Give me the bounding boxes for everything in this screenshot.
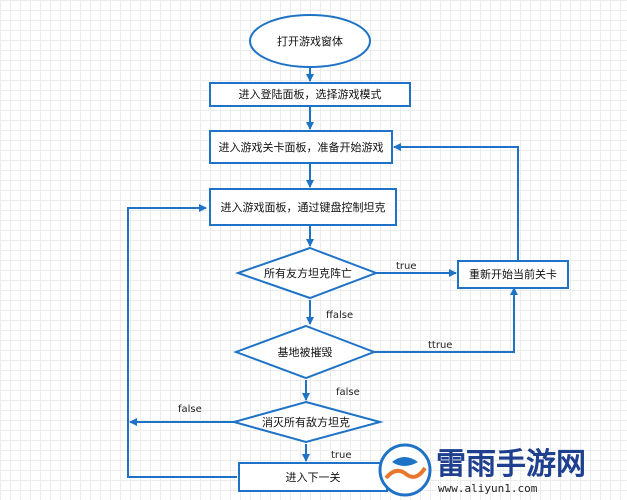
- logo-wave-icon: [384, 466, 427, 480]
- edge-restart-to-level: [393, 143, 519, 261]
- enemies-false-label: false: [178, 404, 202, 415]
- enemies-true-label: true: [331, 450, 352, 461]
- allies-dead-text: 所有友方坦克阵亡: [264, 266, 352, 280]
- game-panel-node: [209, 188, 397, 226]
- restart-node: [457, 260, 569, 289]
- base-destroyed-decision: [233, 324, 377, 380]
- base-destroyed-text: 基地被摧毁: [278, 345, 333, 359]
- start-node: [249, 14, 371, 68]
- enemies-dead-decision: [230, 400, 384, 444]
- allies-true-label: true: [396, 261, 417, 272]
- watermark-url: www.aliyun1.com: [438, 482, 538, 495]
- restart-node-text: 重新开始当前关卡: [469, 267, 557, 281]
- start-node-text: 打开游戏窗体: [277, 34, 343, 48]
- next-level-node-text: 进入下一关: [286, 470, 341, 484]
- allies-false-label: ffalse: [326, 310, 353, 321]
- next-level-node: [238, 462, 388, 492]
- game-panel-node-text: 进入游戏面板，通过键盘控制坦克: [221, 200, 386, 214]
- base-true-label: ttrue: [428, 340, 452, 351]
- logo-fish-icon: [392, 457, 418, 466]
- enemies-dead-text: 消灭所有敌方坦克: [262, 415, 350, 429]
- level-select-node-text: 进入游戏关卡面板，准备开始游戏: [219, 140, 384, 154]
- watermark-brand: 雷雨手游网: [436, 447, 586, 482]
- allies-dead-decision: [234, 246, 379, 300]
- watermark-logo: 雷雨手游网 www.aliyun1.com: [378, 443, 586, 497]
- edge-base-true: [374, 287, 518, 353]
- level-select-node: [209, 130, 393, 164]
- base-false-label: false: [336, 387, 360, 398]
- edge-next-to-game: [127, 204, 237, 478]
- login-node-text: 进入登陆面板，选择游戏模式: [239, 87, 382, 101]
- logo-circle: [378, 443, 432, 497]
- login-node: [209, 82, 411, 107]
